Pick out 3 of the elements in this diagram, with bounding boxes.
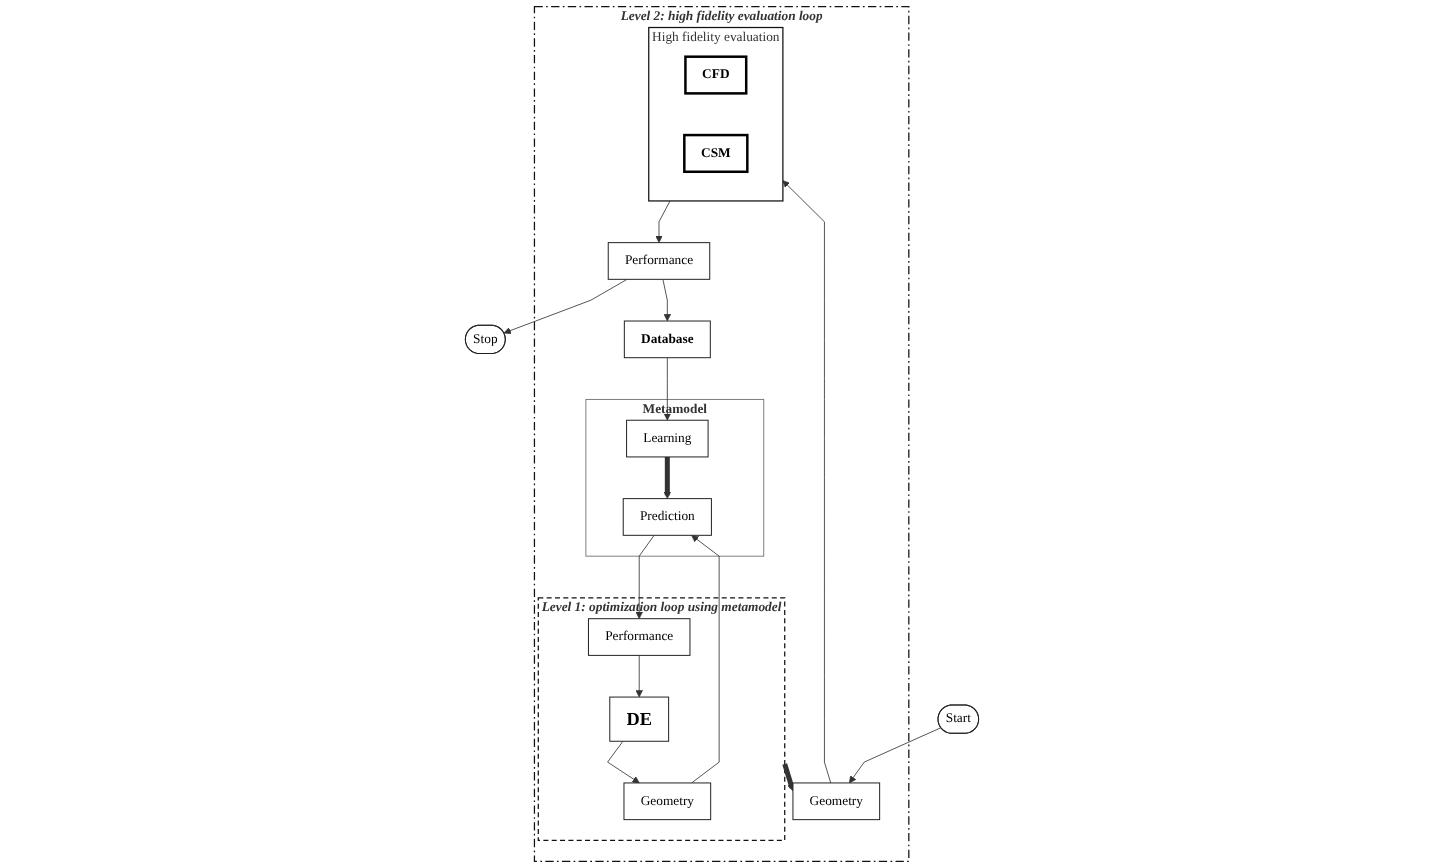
arrow xyxy=(663,456,671,499)
arrow xyxy=(782,763,795,792)
node-box: DE xyxy=(609,696,670,742)
